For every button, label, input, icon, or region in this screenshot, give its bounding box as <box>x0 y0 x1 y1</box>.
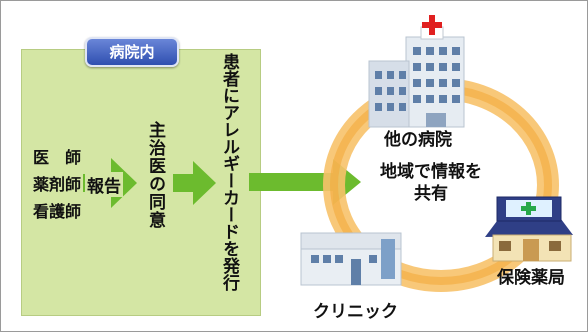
staff-nurse: 看護師 <box>33 202 82 221</box>
center-sharing-text: 地域で情報を 共有 <box>371 161 491 205</box>
pharmacy-label: 保険薬局 <box>497 268 565 288</box>
center-line-1: 地域で情報を <box>380 162 482 182</box>
report-label: 報告 <box>85 172 123 197</box>
consent-text: 主治医の同意 <box>145 121 165 229</box>
center-line-2: 共有 <box>414 184 448 204</box>
hospital-internal-badge: 病院内 <box>85 37 179 67</box>
other-hospital-label: 他の病院 <box>384 130 452 150</box>
staff-pharmacist: 薬剤師 <box>33 175 82 194</box>
staff-doctor: 医 師 <box>33 148 82 167</box>
hospital-internal-panel <box>21 49 261 316</box>
arrow-consent <box>173 161 216 205</box>
clinic-label: クリニック <box>313 302 398 322</box>
issue-allergy-card-text: 患者にアレルギーカードを発行 <box>219 53 239 291</box>
